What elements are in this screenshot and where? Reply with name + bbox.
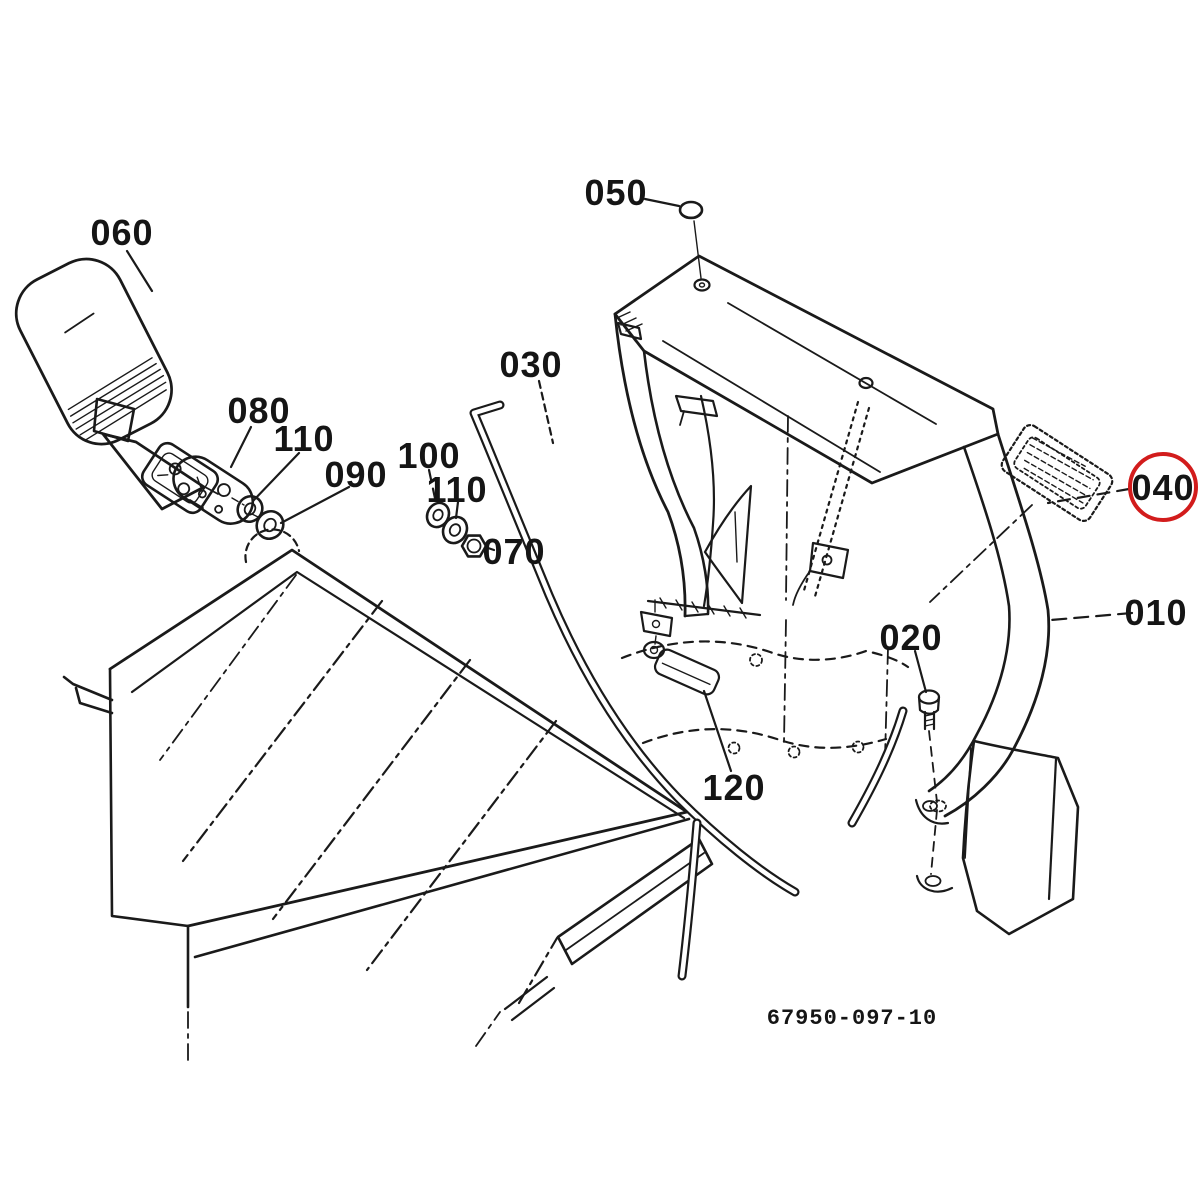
leader-050: [643, 197, 681, 208]
mirror-mount-hole: [244, 528, 301, 564]
weatherstrip-030: [469, 400, 908, 981]
bolt-020: [915, 689, 954, 893]
mirror-head: [14, 257, 173, 446]
nut-070: [460, 534, 488, 558]
leader-040: [1046, 487, 1131, 505]
mount-plate-080: [172, 455, 255, 525]
part-label-090: 090: [324, 454, 387, 495]
part-label-080: 080: [227, 390, 290, 431]
leader-110b: [454, 500, 460, 520]
drawing-number: 67950-097-10: [767, 1006, 937, 1031]
leader-070: [486, 546, 496, 552]
leader-090: [279, 485, 351, 525]
plug-hole: [693, 278, 711, 292]
part-label-040: 040: [1131, 467, 1194, 508]
washer-110-right: [441, 515, 469, 545]
cab-panel-assembly: [475, 220, 1080, 1047]
part-label-110b: 110: [426, 469, 487, 510]
leader-110a: [251, 451, 301, 503]
clip-tab: [674, 394, 719, 418]
leader-100: [427, 468, 438, 505]
leader-020: [913, 649, 928, 694]
mirror-assembly: [14, 257, 220, 515]
part-label-120: 120: [702, 767, 765, 808]
grille-040: [1000, 424, 1114, 522]
mirror-stem: [101, 432, 206, 511]
leader-060: [125, 249, 154, 293]
leader-030: [537, 379, 555, 445]
leader-080: [229, 425, 253, 469]
part-label-110a: 110: [273, 418, 334, 459]
part-label-030: 030: [499, 344, 562, 385]
callout-leaders: [125, 197, 1134, 773]
mirror-mount-hardware: [172, 455, 285, 541]
roof-panel: [62, 497, 691, 1063]
callout-labels: 060 050 030 080 110 090 100 110 070 040 …: [90, 172, 1194, 808]
plug-cap-050: [678, 200, 704, 220]
part-label-010: 010: [1124, 592, 1187, 633]
plate-120: [653, 648, 721, 696]
part-label-070: 070: [482, 531, 545, 572]
part-label-020: 020: [879, 617, 942, 658]
part-label-060: 060: [90, 212, 153, 253]
highlight-circle-040: [1128, 452, 1198, 522]
part-label-100: 100: [397, 435, 460, 476]
stud-hardware: [425, 501, 488, 558]
washer-090: [255, 509, 285, 541]
leader-120: [702, 689, 733, 773]
part-label-050: 050: [584, 172, 647, 213]
leader-010: [1049, 611, 1134, 622]
